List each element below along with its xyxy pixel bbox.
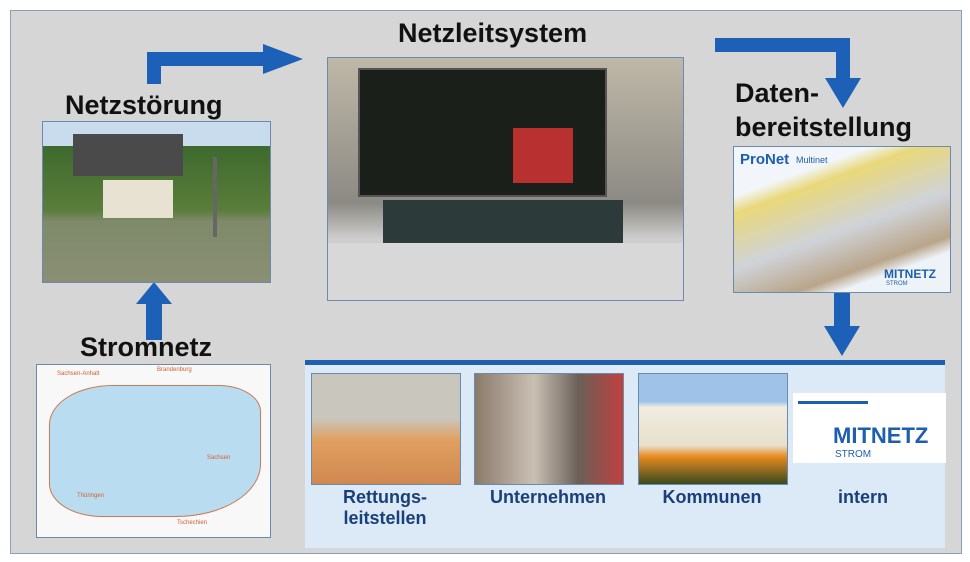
title-daten: Daten-	[735, 78, 820, 108]
map-label: Brandenburg	[157, 367, 192, 373]
control-room-photo	[327, 57, 684, 301]
desk	[328, 243, 683, 300]
arrow-down2-shaft	[834, 292, 850, 328]
title-bereitstellung: bereitstellung	[735, 112, 913, 142]
map-label: Sachsen	[207, 455, 231, 461]
map-label: Sachsen-Anhalt	[57, 371, 100, 377]
arrow-down-shaft	[836, 38, 850, 80]
caption-unternehmen: Unternehmen	[489, 487, 606, 507]
arrow-up-head	[136, 282, 172, 304]
unternehmen-photo	[474, 373, 624, 485]
title-netzleitsystem: Netzleitsystem	[398, 18, 588, 48]
rettungsleitstelle-photo	[311, 373, 461, 485]
arrow-down-shaft-top	[715, 38, 850, 52]
caption-line: Rettungs-	[343, 487, 427, 507]
caption-kommunen: Kommunen	[662, 487, 762, 507]
grid-region	[49, 385, 261, 517]
intern-logo-name: MITNETZ	[833, 423, 929, 448]
arrow-down-head	[825, 78, 861, 108]
arrow-right-shaft	[147, 52, 265, 66]
road-sign	[213, 157, 217, 237]
caption-rettungsleitstellen: Rettungs- leitstellen	[311, 487, 459, 529]
flood-photo	[42, 121, 271, 283]
title-netzstoerung: Netzstörung	[65, 90, 223, 120]
caption-line: leitstellen	[343, 508, 427, 528]
grid-map: Sachsen-Anhalt Brandenburg Sachsen Thüri…	[36, 364, 271, 538]
monitor-row	[383, 200, 623, 245]
house-roof	[73, 134, 183, 176]
caption-intern: intern	[837, 487, 888, 507]
arrow-right-head	[263, 44, 303, 74]
pronet-brand: ProNet	[740, 151, 790, 168]
pronet-sub: Multinet	[796, 155, 828, 165]
intern-logo-sub: STROM	[835, 449, 872, 460]
pronet-logo: MITNETZ	[884, 267, 936, 281]
transformer-station	[103, 180, 173, 218]
pronet-screen: ProNet Multinet MITNETZ STROM	[733, 146, 951, 293]
arrow-up-shaft	[146, 300, 162, 340]
logo-lines	[798, 401, 868, 404]
intern-logo: MITNETZ STROM	[793, 393, 946, 463]
arrow-down2-head	[824, 326, 860, 356]
pronet-logo-sub: STROM	[886, 281, 908, 287]
title-stromnetz: Stromnetz	[80, 332, 213, 362]
kommunen-photo	[638, 373, 788, 485]
map-label: Thüringen	[77, 493, 105, 499]
map-display	[513, 128, 573, 183]
map-label: Tschechien	[177, 520, 208, 526]
